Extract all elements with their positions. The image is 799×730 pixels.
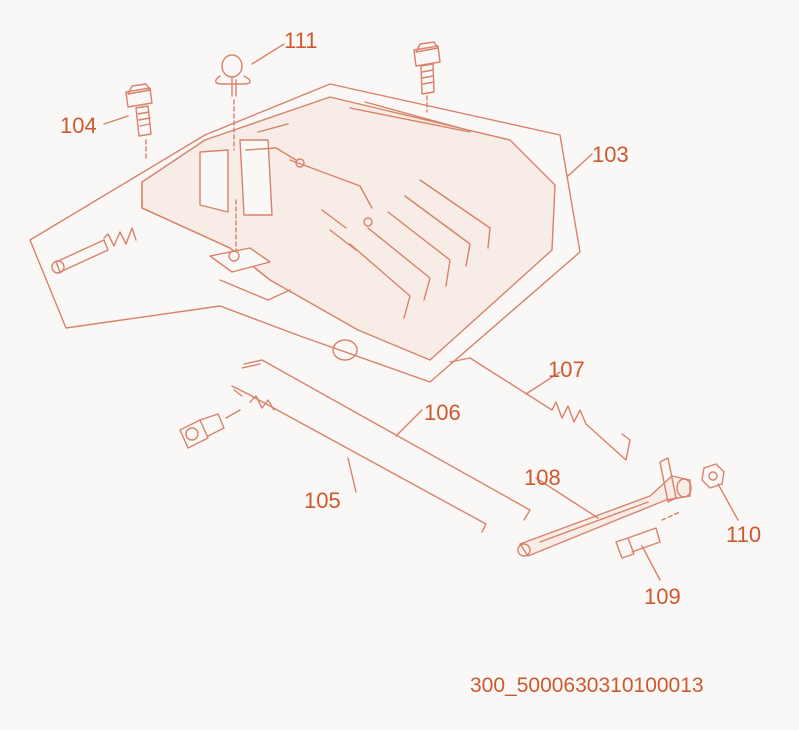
callout-107: 107 (548, 357, 585, 382)
drawing-id: 300_5000630310100013 (470, 674, 704, 697)
part-104-flange-bolt (125, 83, 153, 161)
callout-109: 109 (644, 584, 681, 609)
part-110-nut (701, 463, 725, 489)
callout-106: 106 (424, 400, 461, 425)
callout-111: 111 (284, 28, 318, 53)
part-lower-bolt (179, 413, 225, 449)
callout-105: 105 (304, 488, 341, 513)
part-upper-bolt (413, 41, 441, 113)
part-103-housing (29, 83, 581, 383)
part-105-rod (225, 385, 487, 533)
callout-103: 103 (592, 142, 629, 167)
part-106-rod (241, 359, 531, 521)
callout-110: 110 (726, 522, 762, 547)
callout-108: 108 (524, 465, 561, 490)
part-108-lever (517, 457, 692, 557)
part-111-hair-pin (215, 54, 251, 251)
part-107-spring (449, 357, 631, 461)
callout-104: 104 (60, 113, 97, 138)
part-109-carriage-bolt (615, 511, 681, 559)
leader-lines (103, 43, 739, 581)
